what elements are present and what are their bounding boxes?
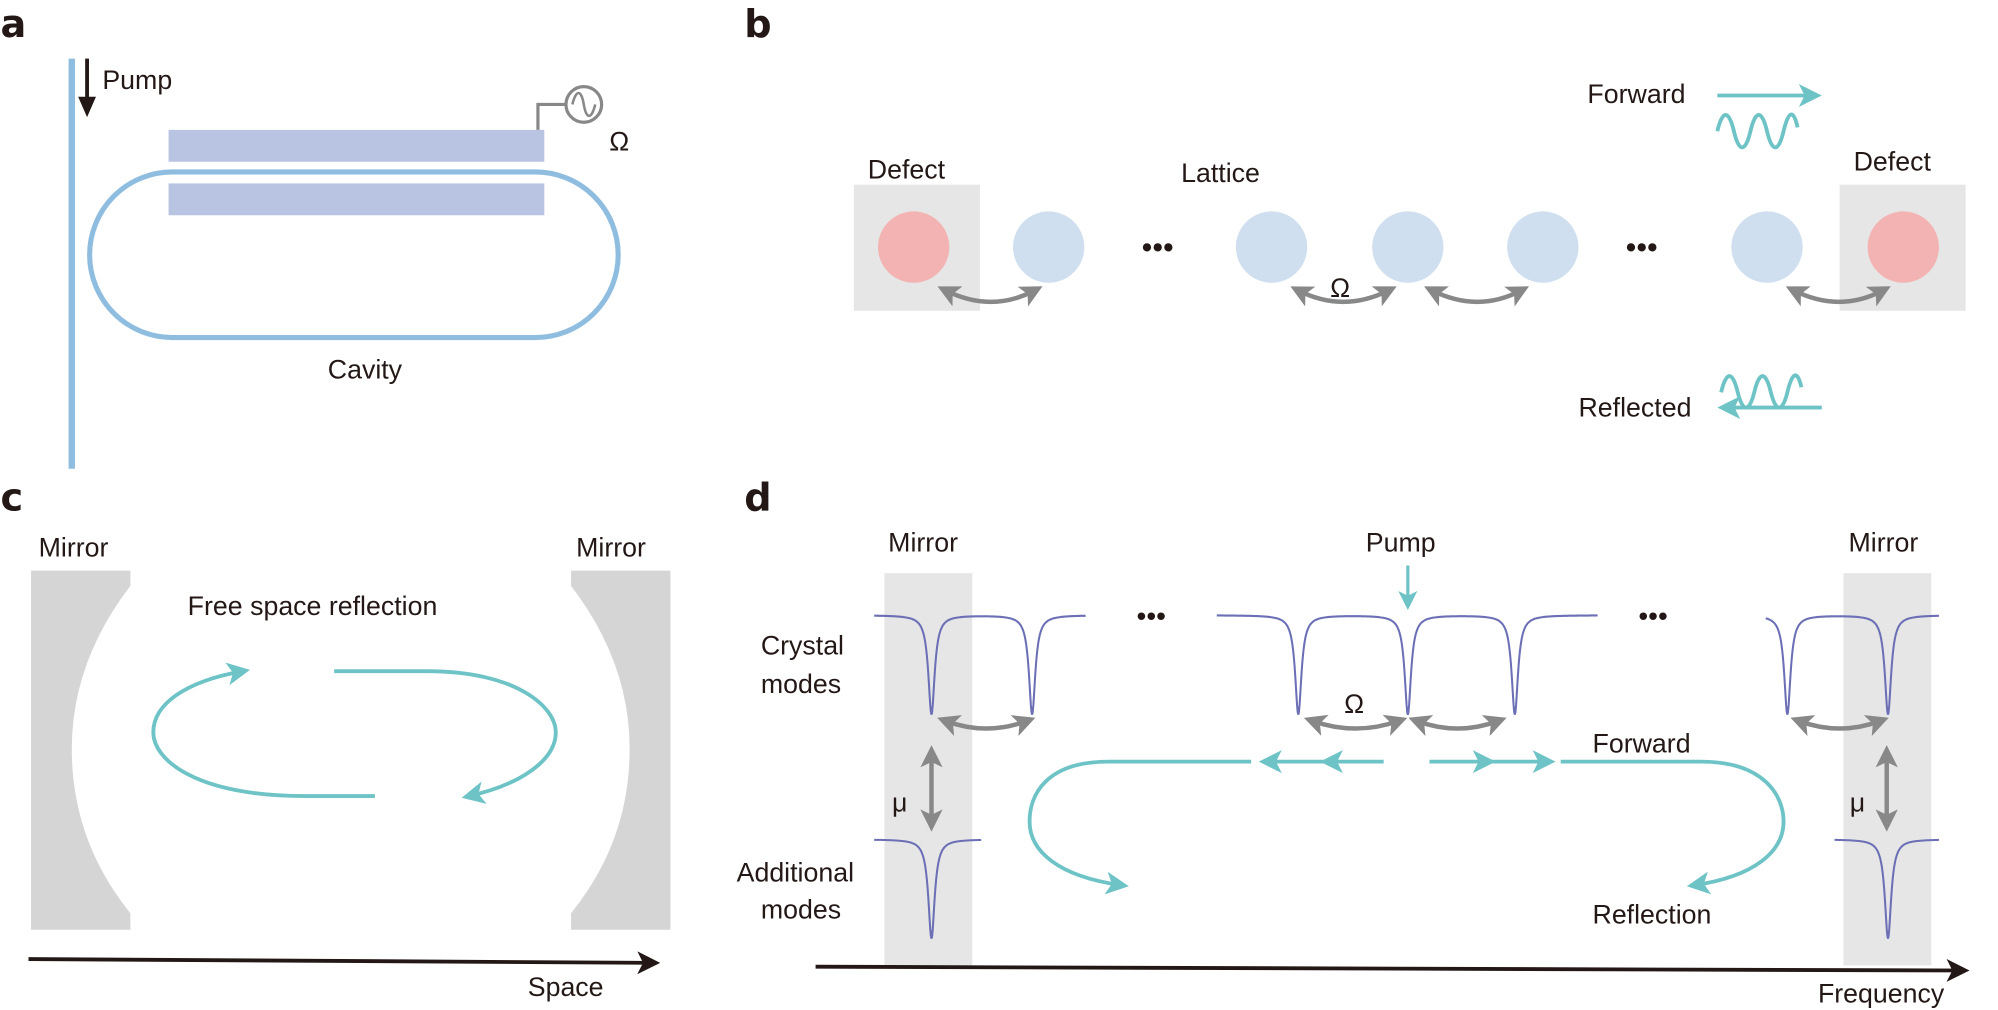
cavity-label: Cavity — [328, 354, 403, 384]
reflection-loop-left — [151, 662, 375, 798]
mode-line — [873, 838, 982, 939]
reflection-label: Reflection — [1593, 899, 1712, 929]
modulation-omega: Ω — [609, 126, 629, 156]
defect-site-left — [878, 211, 950, 283]
coupling-arrow-icon — [1790, 715, 1889, 737]
cavity-ring — [87, 169, 621, 341]
pump-label: Pump — [102, 65, 172, 95]
panel-label-b: b — [744, 3, 771, 47]
mode-line — [1834, 838, 1939, 939]
lattice-site — [1235, 211, 1308, 283]
coupling-arrow-icon — [1290, 286, 1397, 307]
reflected-wave-icon — [1719, 373, 1804, 410]
mirror-right — [571, 570, 671, 930]
defect-left-label: Defect — [868, 154, 946, 184]
coupling-arrow-icon — [1303, 714, 1408, 736]
coupling-arrow-icon — [1785, 286, 1891, 307]
forward-label: Forward — [1593, 729, 1691, 759]
panel-a: a Pump Ω Cavity — [0, 3, 629, 469]
crystal-modes-label-2: modes — [761, 669, 841, 699]
coupling-arrow-icon — [1424, 286, 1530, 307]
mode-line — [1216, 614, 1598, 716]
pump-label: Pump — [1366, 527, 1436, 557]
mode-line — [874, 614, 1086, 715]
panel-label-d: d — [744, 477, 771, 521]
mode-line — [1765, 614, 1939, 715]
additional-modes-label-1: Additional — [737, 857, 854, 887]
reflection-loop-right — [1560, 759, 1786, 895]
ellipsis: ••• — [1137, 600, 1166, 631]
frequency-axis — [815, 959, 1970, 982]
electrode-bottom — [168, 183, 545, 216]
mirror-left — [31, 570, 131, 930]
mirror-left-label: Mirror — [888, 527, 958, 557]
pump-arrow-icon — [78, 58, 96, 118]
panel-label-c: c — [0, 477, 23, 521]
space-axis-label: Space — [528, 972, 604, 1002]
reflection-loop-right — [334, 669, 558, 804]
crystal-modes-label-1: Crystal — [761, 631, 844, 661]
coupling-arrow-icon — [937, 715, 1036, 737]
additional-modes-label-2: modes — [761, 894, 841, 924]
panel-label-a: a — [0, 3, 26, 47]
free-space-title: Free space reflection — [188, 591, 438, 621]
ellipsis: ••• — [1626, 230, 1658, 264]
coupling-omega: Ω — [1330, 273, 1350, 303]
lattice-label: Lattice — [1181, 158, 1260, 188]
reflection-loop-left — [1027, 759, 1252, 895]
mu-symbol: μ — [1850, 787, 1865, 817]
lattice-site — [1731, 211, 1803, 283]
mu-symbol: μ — [892, 787, 907, 817]
coupling-omega: Ω — [1344, 689, 1364, 719]
panel-b: b Forward Defect ••• Lattice ••• Defect … — [744, 3, 1966, 422]
lattice-site — [1372, 211, 1444, 283]
lattice-site — [1507, 211, 1579, 283]
reflected-label: Reflected — [1579, 392, 1692, 422]
forward-wave-icon — [1715, 112, 1800, 150]
electrode-top — [168, 129, 545, 162]
crystal-mode-spectrum — [873, 614, 1939, 939]
frequency-axis-label: Frequency — [1818, 978, 1945, 1008]
ellipsis: ••• — [1638, 600, 1667, 631]
panel-d: d Mirror Mirror Pump Crystal modes Addit… — [737, 477, 1970, 1008]
defect-right-label: Defect — [1854, 147, 1932, 177]
ellipsis: ••• — [1142, 230, 1174, 264]
mirror-left-label: Mirror — [39, 533, 109, 563]
coupling-arrow-icon — [937, 286, 1043, 307]
lattice-site — [1013, 211, 1085, 283]
coupling-arrow-icon — [1408, 715, 1507, 737]
forward-label: Forward — [1587, 79, 1685, 109]
ac-source-icon — [536, 85, 604, 130]
defect-site-right — [1867, 211, 1939, 283]
space-axis — [28, 951, 661, 975]
panel-c: c Mirror Mirror Free space reflection Sp… — [0, 477, 671, 1002]
mirror-right-label: Mirror — [1849, 527, 1919, 557]
mirror-right-label: Mirror — [576, 533, 646, 563]
